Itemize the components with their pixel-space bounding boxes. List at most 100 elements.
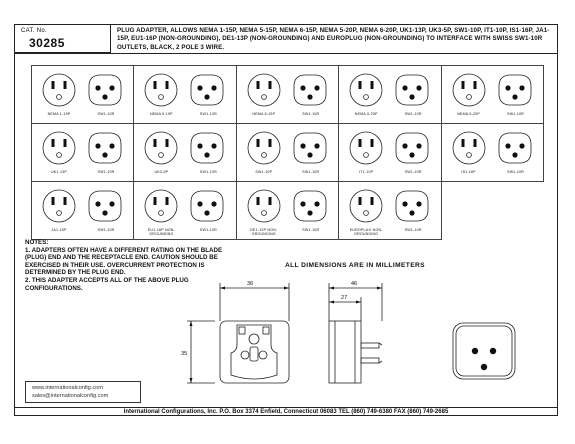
socket-hole-icon	[211, 201, 217, 207]
socket-hole-icon	[95, 201, 101, 207]
front-width-dim: 36	[247, 281, 253, 287]
socket-hole-icon	[307, 152, 313, 158]
socket-hole-icon	[402, 85, 408, 91]
front-view-drawing: 36 35	[181, 281, 290, 384]
plug-face-icon	[349, 189, 383, 223]
ground-pin-icon	[158, 152, 165, 158]
plug-type-label: UK1-13P	[51, 170, 67, 174]
side-depth-dim: 27	[341, 295, 347, 301]
socket-hole-icon	[416, 143, 422, 149]
blade-icon	[51, 139, 55, 147]
blade-icon	[256, 197, 260, 205]
socket-hole-icon	[300, 85, 306, 91]
plug-pair-graphic	[42, 73, 122, 107]
blade-icon	[268, 197, 272, 205]
catalog-number: 30285	[29, 36, 65, 50]
catalog-label: CAT. No.	[21, 28, 47, 34]
socket-hole-icon	[314, 143, 320, 149]
plug-type-label: UK3-5P	[154, 170, 169, 174]
receptacle-type-label: SW1-10R	[302, 228, 320, 232]
blade-icon	[153, 197, 157, 205]
blade-icon	[51, 81, 55, 89]
socket-hole-icon	[197, 201, 203, 207]
ground-pin-icon	[260, 94, 267, 100]
dimensions-heading: ALL DIMENSIONS ARE IN MILLIMETERS	[285, 262, 425, 269]
socket-hole-icon	[409, 94, 415, 100]
plug-type-label: EUROPLUG NON-GROUNDING	[349, 228, 383, 237]
note-1: 1. ADAPTERS OFTEN HAVE A DIFFERENT RATIN…	[25, 246, 223, 277]
plug-face-icon	[42, 131, 76, 165]
blade-icon	[370, 139, 374, 147]
receptacle-type-label: SW1-10R	[199, 170, 217, 174]
socket-hole-icon	[204, 94, 210, 100]
blade-icon	[51, 197, 55, 205]
company-footer: International Configurations, Inc. P.O. …	[15, 407, 557, 417]
socket-hole-icon	[211, 143, 217, 149]
ground-pin-icon	[465, 152, 472, 158]
socket-hole-icon	[95, 85, 101, 91]
socket-hole-icon	[102, 152, 108, 158]
socket-hole-icon	[95, 143, 101, 149]
socket-hole-icon	[511, 152, 518, 158]
receptacle-view-drawing	[452, 322, 516, 380]
socket-hole-icon	[518, 85, 525, 91]
ground-pin-icon	[363, 94, 369, 100]
receptacle-type-label: SW1-10R	[507, 170, 525, 174]
blade-icon	[473, 139, 477, 147]
blade-icon	[473, 81, 477, 89]
plug-pair-graphic	[349, 189, 429, 223]
contact-urls-box: www.internationalconfig.com sales@intern…	[25, 381, 141, 403]
plug-face-icon	[452, 73, 485, 107]
email-link[interactable]: sales@internationalconfig.com	[32, 393, 109, 399]
socket-hole-icon	[211, 85, 217, 91]
plug-type-label: NEMA 1-15P	[47, 112, 71, 116]
ground-pin-icon	[363, 152, 369, 158]
receptacle-face-icon	[395, 190, 429, 222]
blade-icon	[256, 139, 260, 147]
blade-icon	[268, 139, 272, 147]
blade-icon	[461, 139, 465, 147]
blade-icon	[165, 197, 169, 205]
plug-pair-graphic	[247, 131, 327, 165]
socket-hole-icon	[314, 201, 320, 207]
header-divider	[15, 53, 557, 54]
blade-icon	[165, 139, 169, 147]
socket-hole-icon	[504, 143, 511, 149]
receptacle-face-icon	[498, 132, 531, 164]
receptacle-face-icon	[293, 190, 327, 222]
plug-type-label: NEMA 5-20P	[354, 112, 378, 116]
socket-hole-icon	[511, 94, 518, 100]
plug-face-icon	[144, 189, 178, 223]
plug-type-label: EU1-16P NON-GROUNDING	[147, 228, 175, 237]
receptacle-face-icon	[498, 74, 531, 106]
plug-type-label: IS1-16P	[461, 170, 476, 174]
website-link[interactable]: www.internationalconfig.com	[32, 385, 103, 391]
blade-icon	[63, 81, 67, 89]
plug-face-icon	[42, 73, 76, 107]
receptacle-type-label: SW1-10R	[302, 170, 320, 174]
blade-icon	[358, 81, 362, 89]
ground-pin-icon	[260, 152, 267, 158]
plug-pair-graphic	[349, 73, 429, 107]
receptacle-type-label: SW1-10R	[302, 112, 320, 116]
blade-icon	[268, 81, 272, 89]
plug-face-icon	[349, 73, 383, 107]
receptacle-type-label: SW1-10R	[97, 112, 115, 116]
receptacle-type-label: SW1-10R	[507, 112, 525, 116]
blade-icon	[153, 81, 157, 89]
ground-pin-icon	[56, 152, 62, 158]
receptacle-face-icon	[88, 74, 122, 106]
blade-icon	[358, 139, 362, 147]
plug-face-icon	[452, 131, 485, 165]
plug-pair-graphic	[452, 131, 531, 165]
plug-face-icon	[349, 131, 383, 165]
blade-icon	[370, 197, 374, 205]
drawing-sheet: CAT. No. 30285 PLUG ADAPTER, ALLOWS NEMA…	[14, 24, 558, 416]
socket-hole-icon	[300, 201, 306, 207]
plug-pair-graphic	[42, 131, 122, 165]
socket-hole-icon	[109, 85, 115, 91]
plug-pair-graphic	[144, 189, 224, 223]
socket-hole-icon	[409, 210, 415, 216]
socket-hole-icon	[416, 85, 422, 91]
